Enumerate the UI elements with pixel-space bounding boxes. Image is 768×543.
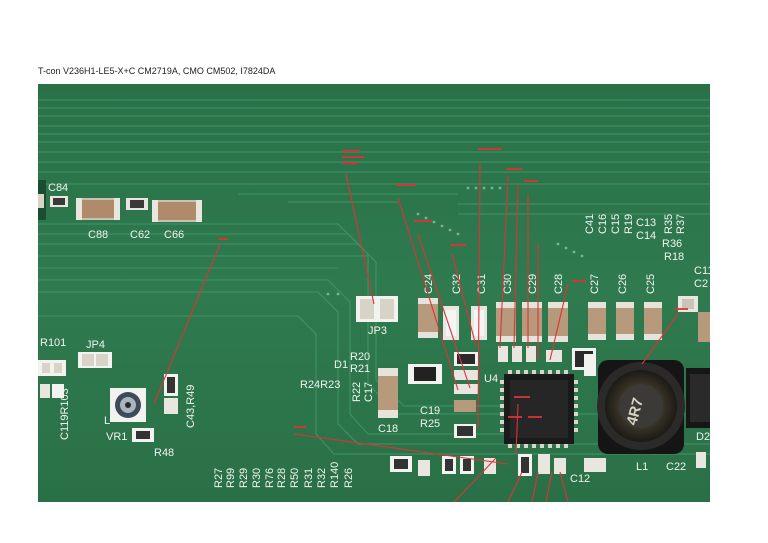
bottom-resistor-labels: R27 R99 R29 R30 R76 R28 R50 R31 R32 R140…: [213, 462, 355, 488]
svg-text:C32: C32: [451, 274, 463, 294]
svg-text:R140: R140: [329, 462, 341, 488]
via-dots: [326, 186, 584, 296]
svg-text:C29: C29: [527, 274, 539, 294]
bottom-small-components: [390, 454, 566, 476]
label-r22: R22: [351, 382, 363, 402]
svg-text:R31: R31: [303, 468, 315, 488]
image-caption: T-con V236H1-LE5-X+C CM2719A, CMO CM502,…: [38, 66, 276, 76]
svg-text:C41: C41: [584, 214, 596, 234]
svg-text:R29: R29: [238, 468, 250, 488]
label-c17: C17: [363, 382, 375, 402]
label-r21: R21: [350, 363, 370, 375]
label-r18: R18: [664, 251, 684, 263]
label-r35: R35: [663, 214, 675, 234]
capacitor-row: [418, 296, 710, 342]
label-c119r103: C119R103: [59, 388, 71, 440]
svg-text:C30: C30: [502, 274, 514, 294]
svg-text:C26: C26: [617, 274, 629, 294]
svg-text:R27: R27: [213, 468, 225, 488]
right-vertical-labels: C41 C16 C15 R19: [584, 214, 635, 234]
svg-text:R26: R26: [343, 468, 355, 488]
svg-text:R19: R19: [623, 214, 635, 234]
label-c19: C19: [420, 405, 440, 417]
potentiometer-vr1: [110, 388, 146, 422]
label-jp3: JP3: [368, 325, 387, 337]
annotation-lines: [153, 161, 679, 502]
label-c84: C84: [48, 182, 68, 194]
svg-text:R30: R30: [251, 468, 263, 488]
label-r48: R48: [154, 447, 174, 459]
inductor-marking: 4R7: [623, 396, 647, 427]
label-d2: D2: [696, 431, 710, 443]
label-l: L: [104, 415, 110, 427]
label-r24r23: R24R23: [300, 379, 340, 391]
label-c43r49: C43,R49: [185, 385, 197, 428]
label-c62: C62: [130, 229, 150, 241]
svg-text:C15: C15: [610, 214, 622, 234]
top-left-components: [38, 194, 202, 222]
label-r36: R36: [662, 238, 682, 250]
svg-text:R28: R28: [276, 468, 288, 488]
pcb-photo: C84 C88 C62 C66 C41 C16 C15 R19 C13 C14 …: [38, 84, 710, 502]
annotation-marks: [218, 148, 688, 428]
label-vr1: VR1: [106, 431, 127, 443]
svg-text:R76: R76: [264, 468, 276, 488]
label-r37: R37: [675, 214, 687, 234]
label-u4: U4: [484, 373, 498, 385]
label-c66: C66: [164, 229, 184, 241]
label-l1: L1: [636, 461, 648, 473]
label-r101: R101: [40, 337, 66, 349]
main-ic: [500, 370, 578, 448]
svg-text:C27: C27: [589, 274, 601, 294]
inductor-l1: 4R7: [597, 360, 685, 454]
svg-text:R99: R99: [225, 468, 237, 488]
label-c2: C2: [694, 278, 708, 290]
label-d1: D1: [334, 359, 348, 371]
svg-text:R32: R32: [316, 468, 328, 488]
label-c13: C13: [636, 217, 656, 229]
svg-text:C28: C28: [553, 274, 565, 294]
label-r20: R20: [350, 351, 370, 363]
label-jp4: JP4: [86, 339, 105, 351]
svg-text:C25: C25: [645, 274, 657, 294]
label-c14: C14: [636, 230, 656, 242]
svg-text:C16: C16: [597, 214, 609, 234]
label-c12: C12: [570, 473, 590, 485]
label-c18: C18: [378, 423, 398, 435]
svg-text:R50: R50: [289, 468, 301, 488]
label-c11: C11: [694, 265, 710, 277]
label-c88: C88: [88, 229, 108, 241]
label-r25: R25: [420, 418, 440, 430]
label-c22: C22: [666, 461, 686, 473]
svg-text:C31: C31: [476, 274, 488, 294]
